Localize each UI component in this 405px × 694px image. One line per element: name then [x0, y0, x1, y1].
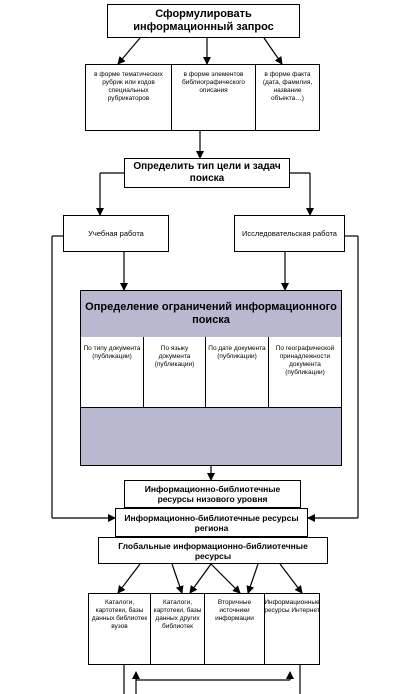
study-work-label: Учебная работа [88, 229, 144, 238]
goal-type-label: Определить тип цели и задач поиска [133, 161, 281, 184]
source-secondary: Вторичные источники информации [205, 594, 265, 664]
search-limits-title: Определение ограничений информационного … [81, 291, 341, 338]
resources-region-box: Информационно-библиотечные ресурсы регио… [115, 508, 308, 537]
resources-low-level-box: Информационно-библиотечные ресурсы низов… [124, 480, 301, 508]
search-limits-block: Определение ограничений информационного … [80, 290, 342, 466]
form-rubrics: в форме тематических рубрик или кодов сп… [86, 65, 172, 130]
limit-geography: По географической принадлежности докумен… [275, 345, 335, 376]
form-fact: в форме факта (дата, фамилия, название о… [262, 71, 313, 102]
limit-doc-language: По языку документа (публикации) [144, 337, 206, 407]
limit-doc-date: По дате документа (публикации) [206, 337, 269, 407]
form-bibliographic: в форме элементов библиографического опи… [172, 65, 256, 130]
research-work-label: Исследовательская работа [242, 229, 337, 238]
source-other-libraries: Каталоги, картотеки, базы данных других … [151, 594, 205, 664]
sources-group: Каталоги, картотеки, базы данных библиот… [88, 593, 320, 665]
formulate-request-box: Сформулировать информационный запрос [107, 4, 300, 38]
request-forms-group: в форме тематических рубрик или кодов сп… [85, 64, 320, 131]
goal-type-box: Определить тип цели и задач поиска [124, 158, 290, 188]
research-work-box: Исследовательская работа [234, 215, 345, 252]
resources-global-box: Глобальные информационно-библиотечные ре… [98, 537, 328, 564]
limit-doc-type: По типу документа (публикации) [81, 337, 144, 407]
formulate-request-label: Сформулировать информационный запрос [133, 8, 274, 33]
search-limits-row: По типу документа (публикации) По языку … [81, 337, 341, 408]
source-internet: Информационные ресурсы Интернет [264, 599, 320, 614]
study-work-box: Учебная работа [63, 215, 169, 252]
source-university-catalogs: Каталоги, картотеки, базы данных библиот… [89, 594, 151, 664]
